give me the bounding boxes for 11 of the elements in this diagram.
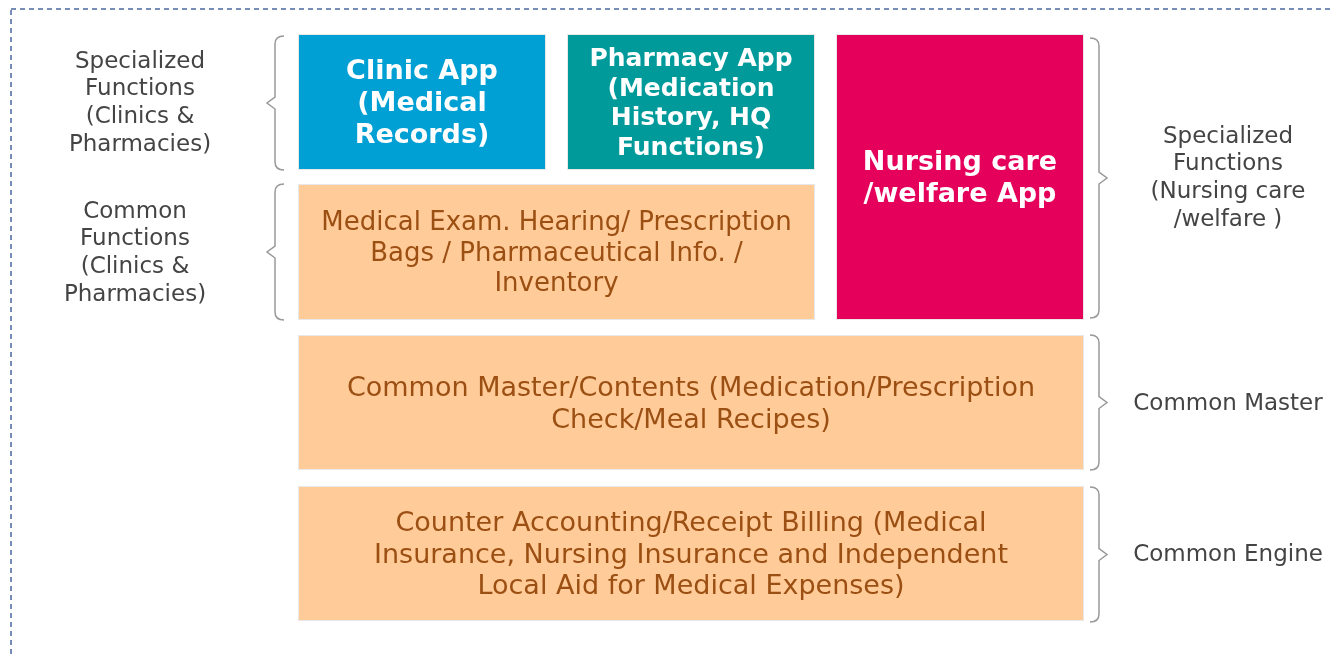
function-block: Clinic App (Medical Records): [298, 34, 546, 170]
function-block: Pharmacy App (Medication History, HQ Functions): [567, 34, 815, 170]
layer-label: Common Functions (Clinics & Pharmacies): [62, 195, 208, 308]
function-block: Counter Accounting/Receipt Billing (Medical Insurance, Nursing Insurance and Independent Local Aid for Medical Expenses): [298, 486, 1084, 621]
function-block: Common Master/Contents (Medication/Prescription Check/Meal Recipes): [298, 335, 1084, 470]
layer-label: Common Master: [1132, 387, 1324, 417]
function-block: Nursing care /welfare App: [836, 34, 1084, 320]
function-block: Medical Exam. Hearing/ Prescription Bags / Pharmaceutical Info. / Inventory: [298, 184, 815, 320]
layer-label: Specialized Functions (Nursing care /welfare ): [1149, 120, 1307, 233]
layer-label: Common Engine: [1132, 538, 1324, 568]
layer-label: Specialized Functions (Clinics & Pharmacies): [67, 45, 213, 158]
